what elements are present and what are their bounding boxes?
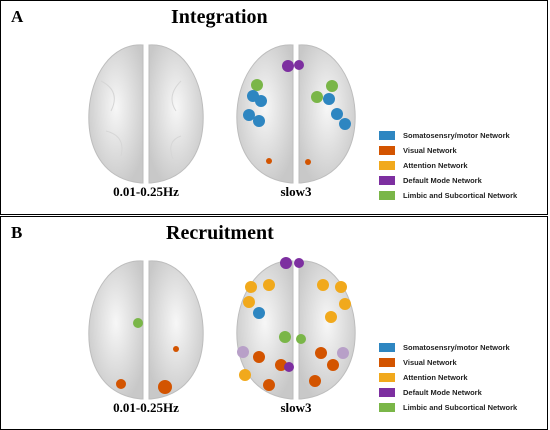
legend: Somatosensry/motor Network Visual Networ… bbox=[379, 129, 517, 204]
legend-item: Limbic and Subcortical Network bbox=[379, 401, 517, 414]
brain-left-integration bbox=[88, 44, 204, 184]
node-somatomotor bbox=[253, 307, 265, 319]
node-visual bbox=[309, 375, 321, 387]
legend-label: Limbic and Subcortical Network bbox=[403, 191, 518, 200]
node-default-mode bbox=[337, 347, 349, 359]
node-visual bbox=[253, 351, 265, 363]
left-brain-label: 0.01-0.25Hz bbox=[113, 400, 179, 415]
legend-item: Somatosensry/motor Network bbox=[379, 341, 517, 354]
panel-recruitment: B Recruitment 0.01-0.25Hz slow bbox=[0, 216, 548, 430]
node-visual bbox=[327, 359, 339, 371]
legend-label: Attention Network bbox=[403, 161, 468, 170]
node-visual bbox=[266, 158, 272, 164]
legend-item: Somatosensry/motor Network bbox=[379, 129, 517, 142]
panel-title: Recruitment bbox=[166, 222, 274, 244]
node-default-mode bbox=[237, 346, 249, 358]
legend-swatch bbox=[379, 388, 395, 397]
legend-item: Limbic and Subcortical Network bbox=[379, 189, 517, 202]
node-attention bbox=[317, 279, 329, 291]
node-somatomotor bbox=[331, 108, 343, 120]
node-somatomotor bbox=[255, 95, 267, 107]
node-visual bbox=[275, 359, 287, 371]
legend-item: Default Mode Network bbox=[379, 174, 517, 187]
legend-label: Attention Network bbox=[403, 373, 468, 382]
legend-item: Attention Network bbox=[379, 371, 517, 384]
panel-letter: B bbox=[11, 223, 23, 242]
legend-label: Default Mode Network bbox=[403, 388, 482, 397]
legend-item: Visual Network bbox=[379, 144, 517, 157]
legend-swatch bbox=[379, 373, 395, 382]
panel-integration: A Integration 0.01-0.25Hz slow3 Somatose… bbox=[0, 0, 548, 215]
node-limbic bbox=[133, 318, 143, 328]
legend-label: Limbic and Subcortical Network bbox=[403, 403, 518, 412]
node-attention bbox=[325, 311, 337, 323]
node-limbic bbox=[279, 331, 291, 343]
node-visual bbox=[305, 159, 311, 165]
legend-label: Default Mode Network bbox=[403, 176, 482, 185]
right-brain-label: slow3 bbox=[280, 400, 312, 415]
node-default-mode bbox=[294, 258, 304, 268]
node-visual bbox=[263, 379, 275, 391]
node-attention bbox=[243, 296, 255, 308]
node-somatomotor bbox=[323, 93, 335, 105]
node-attention bbox=[339, 298, 351, 310]
brain-right-recruitment bbox=[236, 257, 356, 400]
legend-swatch bbox=[379, 403, 395, 412]
right-brain-label: slow3 bbox=[280, 184, 312, 199]
node-default-mode bbox=[284, 362, 294, 372]
node-attention bbox=[335, 281, 347, 293]
legend-swatch bbox=[379, 176, 395, 185]
node-default-mode bbox=[280, 257, 292, 269]
legend-item: Default Mode Network bbox=[379, 386, 517, 399]
brain-left-recruitment bbox=[88, 260, 204, 400]
node-attention bbox=[239, 369, 251, 381]
legend-swatch bbox=[379, 131, 395, 140]
node-somatomotor bbox=[253, 115, 265, 127]
legend-label: Visual Network bbox=[403, 146, 457, 155]
legend-swatch bbox=[379, 343, 395, 352]
node-visual bbox=[116, 379, 126, 389]
legend: Somatosensry/motor Network Visual Networ… bbox=[379, 341, 517, 416]
brain-right-integration bbox=[236, 44, 356, 184]
legend-swatch bbox=[379, 146, 395, 155]
node-default-mode bbox=[282, 60, 294, 72]
legend-swatch bbox=[379, 191, 395, 200]
node-limbic bbox=[326, 80, 338, 92]
node-visual bbox=[315, 347, 327, 359]
node-somatomotor bbox=[339, 118, 351, 130]
legend-label: Visual Network bbox=[403, 358, 457, 367]
legend-item: Visual Network bbox=[379, 356, 517, 369]
legend-label: Somatosensry/motor Network bbox=[403, 131, 510, 140]
legend-item: Attention Network bbox=[379, 159, 517, 172]
node-limbic bbox=[296, 334, 306, 344]
node-limbic bbox=[311, 91, 323, 103]
node-visual bbox=[173, 346, 179, 352]
node-attention bbox=[245, 281, 257, 293]
node-visual bbox=[158, 380, 172, 394]
node-default-mode bbox=[294, 60, 304, 70]
panel-letter: A bbox=[11, 7, 24, 26]
node-limbic bbox=[251, 79, 263, 91]
left-brain-label: 0.01-0.25Hz bbox=[113, 184, 179, 199]
legend-label: Somatosensry/motor Network bbox=[403, 343, 510, 352]
node-attention bbox=[263, 279, 275, 291]
legend-swatch bbox=[379, 358, 395, 367]
legend-swatch bbox=[379, 161, 395, 170]
node-somatomotor bbox=[243, 109, 255, 121]
panel-title: Integration bbox=[171, 6, 268, 28]
